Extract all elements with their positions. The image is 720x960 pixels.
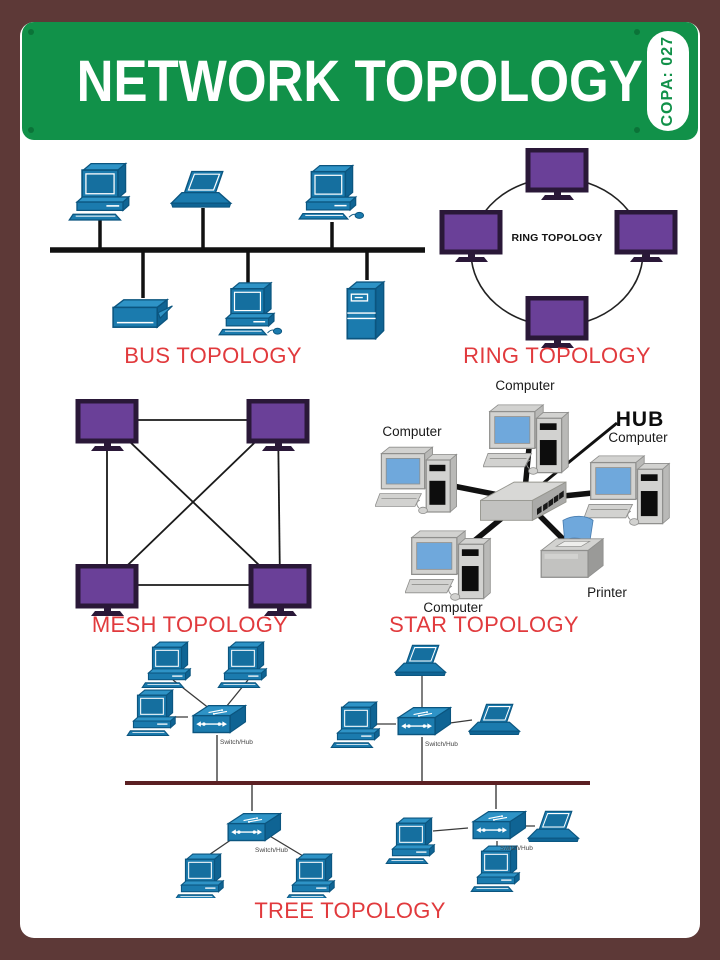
corner-pin-icon [28, 127, 34, 133]
computer-label: Computer [495, 378, 555, 393]
switch-hub-label: Switch/Hub [500, 845, 533, 852]
computer-label: Computer [423, 600, 483, 615]
switch-hub-label: Switch/Hub [220, 739, 253, 746]
computer-icon [405, 530, 491, 601]
desktop-computer-icon [330, 701, 380, 749]
ring-topology-label: RING TOPOLOGY [463, 343, 651, 368]
tree-drop-lines [216, 735, 497, 811]
corner-pin-icon [634, 29, 640, 35]
laptop-icon [527, 810, 580, 843]
hub-icon [479, 481, 567, 521]
desktop-computer-icon [470, 845, 520, 893]
monitor-icon [251, 566, 309, 616]
monitor-icon [442, 212, 500, 262]
mesh-topology-diagram [60, 395, 340, 617]
modem-icon [112, 299, 174, 328]
switch-hub-icon [192, 704, 247, 734]
star-topology-label: STAR TOPOLOGY [389, 612, 579, 637]
computer-label: Computer [382, 424, 442, 439]
monitor-icon [617, 212, 675, 262]
hub-label: HUB [616, 408, 665, 431]
laptop-icon [394, 644, 447, 677]
bus-backbone-and-drops [50, 208, 425, 298]
tree-topology-diagram: Switch/Hub Switch/Hub Switch/Hub Switch/… [125, 641, 590, 898]
switch-hub-icon [397, 706, 452, 736]
corner-pin-icon [28, 29, 34, 35]
desktop-computer-icon [299, 166, 363, 219]
printer-label: Printer [587, 585, 627, 600]
monitor-icon [78, 566, 136, 616]
tree-topology-label: TREE TOPOLOGY [254, 898, 446, 923]
computer-icon [483, 404, 569, 475]
monitor-icon [78, 401, 136, 451]
ring-center-text: RING TOPOLOGY [511, 232, 602, 244]
desktop-computer-icon [141, 641, 191, 689]
bus-topology-diagram [50, 162, 425, 340]
laptop-icon [468, 703, 521, 736]
ring-topology-diagram: RING TOPOLOGY [435, 148, 695, 353]
mesh-topology-label: MESH TOPOLOGY [91, 612, 289, 637]
desktop-computer-icon [174, 853, 224, 898]
monitor-icon [528, 298, 586, 348]
corner-pin-icon [634, 127, 640, 133]
desktop-computer-icon [68, 162, 130, 221]
bus-topology-label: BUS TOPOLOGY [124, 343, 302, 368]
server-tower-icon [346, 281, 385, 340]
computer-icon [584, 455, 670, 526]
desktop-computer-icon [219, 283, 281, 335]
monitor-icon [249, 401, 307, 451]
star-topology-diagram: Computer Computer Computer Computer Prin… [375, 378, 670, 615]
computer-label: Computer [608, 430, 668, 445]
page-title: NETWORK TOPOLOGY [76, 48, 644, 114]
switch-hub-label: Switch/Hub [255, 847, 288, 854]
desktop-computer-icon [217, 641, 267, 689]
switch-hub-icon [227, 812, 282, 842]
desktop-computer-icon [126, 689, 176, 737]
copa-badge: COPA: 027 [647, 31, 689, 131]
copa-badge-text: COPA: 027 [659, 35, 676, 127]
desktop-computer-icon [285, 853, 335, 898]
monitor-icon [528, 150, 586, 200]
mesh-links [106, 419, 281, 586]
laptop-icon [170, 170, 232, 208]
desktop-computer-icon [385, 817, 435, 865]
switch-hub-icon [472, 810, 527, 840]
computer-icon [375, 446, 458, 515]
switch-hub-label: Switch/Hub [425, 741, 458, 748]
header-banner: NETWORK TOPOLOGY COPA: 027 [22, 22, 698, 140]
